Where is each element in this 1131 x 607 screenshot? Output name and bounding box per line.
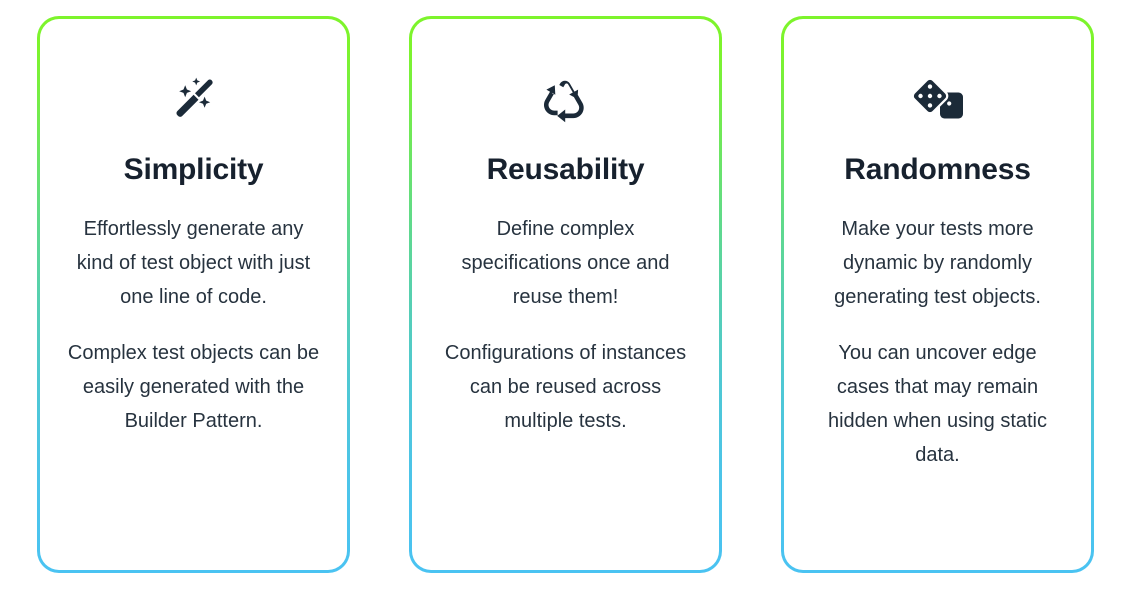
recycle-icon — [540, 71, 592, 127]
card-paragraph: Define complex specifications once and r… — [461, 218, 670, 308]
card-body: Effortlessly generate any kind of test o… — [60, 212, 327, 438]
card-title: Randomness — [844, 153, 1031, 186]
feature-card-randomness: Randomness Make your tests more dynamic … — [781, 16, 1094, 573]
card-body: Make your tests more dynamic by randomly… — [804, 212, 1071, 472]
magic-wand-icon — [166, 71, 222, 127]
feature-card-simplicity: Simplicity Effortlessly generate any kin… — [37, 16, 350, 573]
card-paragraph: You can uncover edge cases that may rema… — [827, 342, 1048, 466]
dice-icon — [908, 71, 968, 127]
card-inner: Simplicity Effortlessly generate any kin… — [40, 19, 347, 570]
card-title: Reusability — [486, 153, 645, 186]
card-body: Define complex specifications once and r… — [432, 212, 699, 438]
card-paragraph: Make your tests more dynamic by randomly… — [834, 218, 1041, 308]
card-inner: Randomness Make your tests more dynamic … — [784, 19, 1091, 570]
card-title: Simplicity — [123, 153, 264, 186]
card-paragraph: Configurations of instances can be reuse… — [444, 342, 687, 432]
feature-card-reusability: Reusability Define complex specification… — [409, 16, 722, 573]
card-inner: Reusability Define complex specification… — [412, 19, 719, 570]
card-paragraph: Effortlessly generate any kind of test o… — [76, 218, 311, 308]
card-paragraph: Complex test objects can be easily gener… — [67, 342, 320, 432]
